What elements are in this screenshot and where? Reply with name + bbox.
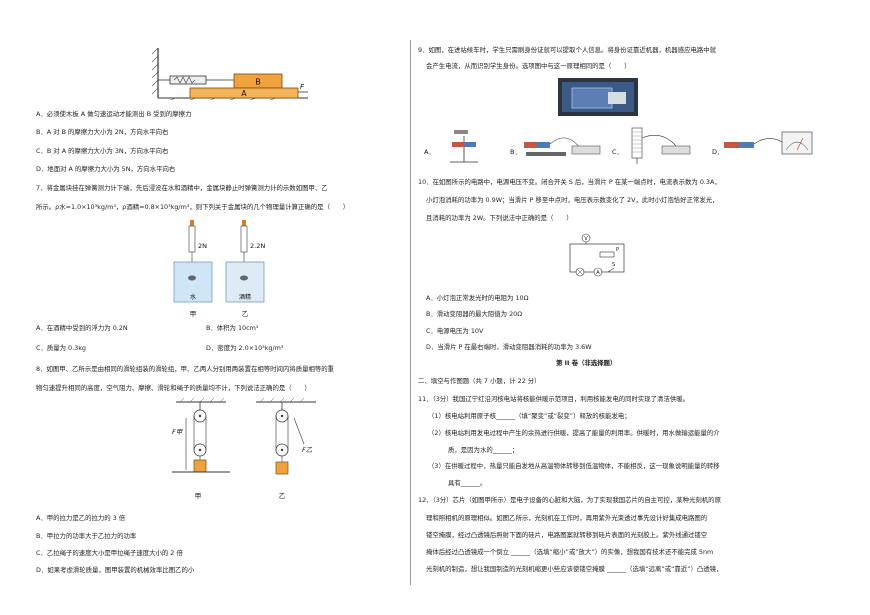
ammeter-label: A bbox=[596, 270, 600, 276]
q9-stem-line-1: 9．如图，在进站候车时，学生只需刷身份证就可以提取个人信息。将身份证靠近机器，机… bbox=[418, 46, 717, 54]
q8-stem-line-2: 物匀速提升相同的高度，空气阻力、摩擦、滑轮和绳子的质量均不计，下列说法正确的是（… bbox=[36, 384, 311, 392]
q12-line-3: 镂空掩膜，经过凸透镜后照射下面的硅片，电路图案就转移到硅片表面的光刻胶上。紫外线… bbox=[426, 531, 708, 539]
pulley-caption-jia: 甲 bbox=[195, 492, 202, 500]
switch-s-label: S bbox=[612, 262, 615, 268]
q8-option-b: B．甲拉力的功率大于乙拉力的功率 bbox=[36, 532, 137, 540]
q8-option-c: C．乙拉绳子的速度大小是甲拉绳子速度大小的 2 倍 bbox=[36, 549, 183, 557]
q9-option-d-label: D． bbox=[712, 148, 724, 156]
q11-line-2: （1）核电站利用原子核______（填“聚变”或“裂变”）释放的核能发电； bbox=[428, 412, 631, 420]
q10-option-c: C．电源电压为 10V bbox=[426, 327, 484, 335]
q10-stem-line-3: 且消耗的功率为 2W。下列说法中正确的是（ ） bbox=[426, 214, 573, 222]
q8-option-a: A．甲的拉力是乙的拉力的 3 倍 bbox=[36, 514, 126, 522]
force-f-label: F bbox=[300, 83, 305, 91]
q12-line-2: 理和照相机的原理相似。如图乙所示，光刻机在工作时，再用紫外光束透过事先设计好集成… bbox=[426, 514, 708, 522]
column-divider bbox=[410, 40, 411, 585]
q9-option-b-label: B． bbox=[510, 148, 521, 156]
q6-option-d: D．地面对 A 的摩擦力大小为 5N，方向水平向右 bbox=[36, 165, 176, 173]
part-two-title: 第 II 卷（非选择题） bbox=[556, 359, 617, 367]
q6-option-c: C．B 对 A 的摩擦力大小为 3N，方向水平向右 bbox=[36, 147, 169, 155]
liquid-alcohol-label: 酒精 bbox=[239, 293, 251, 301]
q8-option-d: D．如果考虑滑轮质量，图甲装置的机械效率比图乙的小 bbox=[36, 566, 195, 574]
q10-option-d: D．当滑片 P 在最右端时，滑动变阻器消耗的功率为 3.6W bbox=[426, 343, 592, 351]
force-yi-label: F乙 bbox=[302, 446, 313, 454]
q10-option-b: B．滑动变阻器的最大阻值为 20Ω bbox=[426, 310, 523, 318]
q11-line-5: （3）在供暖过程中，热量只能自发地从高温物体转移到低温物体，不能相反，这一现象说… bbox=[428, 462, 720, 470]
q9-option-a-label: A． bbox=[424, 148, 435, 156]
caption-jia: 甲 bbox=[190, 310, 197, 318]
board-a-label: A bbox=[241, 89, 247, 98]
reading-yi: 2.2N bbox=[250, 242, 265, 250]
q10-option-a: A．小灯泡正常发光时的电阻为 10Ω bbox=[426, 294, 529, 302]
force-jia-label: F甲 bbox=[172, 428, 183, 436]
q11-line-6: 具有______。 bbox=[448, 479, 487, 487]
spring-scale-figure: 2N 水 甲 2.2N 酒精 乙 bbox=[173, 220, 265, 318]
pulley-figure: F甲 甲 F乙 乙 bbox=[172, 398, 316, 500]
q12-line-1: 12．（3分）芯片（如图甲所示）是电子设备的心脏和大脑，为了实现我国芯片的自主可… bbox=[418, 496, 721, 504]
section-two-title: 二、填空与作图题（共 7 小题，计 22 分） bbox=[418, 377, 541, 385]
q11-line-3: （2）核电站利用发电过程中产生的余热进行供暖，提高了能量的利用率。供暖时，用水做… bbox=[428, 429, 720, 437]
voltmeter-label: V bbox=[584, 236, 588, 242]
caption-yi: 乙 bbox=[242, 310, 249, 318]
q9-option-c-label: C． bbox=[612, 148, 623, 156]
friction-figure: B A F bbox=[151, 47, 308, 100]
block-b-label: B bbox=[255, 78, 261, 87]
q11-line-4: 质，是因为水的______； bbox=[448, 446, 519, 454]
q7-option-b: B．体积为 10cm³ bbox=[206, 324, 259, 332]
liquid-water-label: 水 bbox=[190, 293, 196, 301]
slider-p-label: P bbox=[616, 247, 619, 253]
q9-stem-line-2: 会产生电流，从而识别学生身份。选项图中与这一原理相同的是（ ） bbox=[426, 62, 631, 70]
q7-stem-line-1: 7．将金属块挂在弹簧测力计下端，先后浸没在水和酒精中，金属块静止时弹簧测力计的示… bbox=[36, 184, 328, 192]
q8-stem-line-1: 8．如图甲、乙所示是由相同的滑轮组装的滑轮组，甲、乙两人分别用两装置在相等时间内… bbox=[36, 365, 335, 373]
q10-stem-line-2: 小灯泡消耗的功率为 0.9W；当滑片 P 移至中点时，电压表示数变化了 2V，此… bbox=[426, 196, 719, 204]
q9-options-figure: A． B． C． D． bbox=[424, 127, 813, 164]
pulley-caption-yi: 乙 bbox=[279, 492, 286, 500]
id-card-photo bbox=[558, 78, 638, 116]
q7-stem-line-2: 所示。ρ水=1.0×10³kg/m³，ρ酒精=0.8×10³kg/m³，则下列关… bbox=[36, 203, 350, 211]
reading-jia: 2N bbox=[198, 242, 207, 250]
q10-stem-line-1: 10．在如图所示的电路中，电源电压不变。闭合开关 S 后，当滑片 P 在某一端点… bbox=[418, 178, 721, 186]
q11-line-1: 11．（3分）我国辽宁红沿河核电站将核能供暖示范项目，利用核能发电的同时实现了清… bbox=[418, 395, 690, 403]
q7-option-c: C．质量为 0.3kg bbox=[36, 344, 86, 352]
q12-line-4: 掩体后经过凸透镜成一个倒立 ______（选填“缩小”或“放大”）的实像，想我国… bbox=[426, 548, 714, 556]
circuit-diagram: V P A S bbox=[569, 233, 625, 277]
q12-line-5: 光刻机的制造，想让我国制造的光刻机缩更小些应该使镂空掩膜 ______（选填“远… bbox=[426, 565, 723, 573]
q6-option-a: A．必须使木板 A 做匀速运动才能测出 B 受到的摩擦力 bbox=[36, 110, 192, 118]
q7-option-d: D．密度为 2.0×10³kg/m³ bbox=[206, 344, 284, 352]
q7-option-a: A．在酒精中受到的浮力为 0.2N bbox=[36, 324, 128, 332]
q6-option-b: B．A 对 B 的摩擦力大小为 2N，方向水平向右 bbox=[36, 128, 169, 136]
